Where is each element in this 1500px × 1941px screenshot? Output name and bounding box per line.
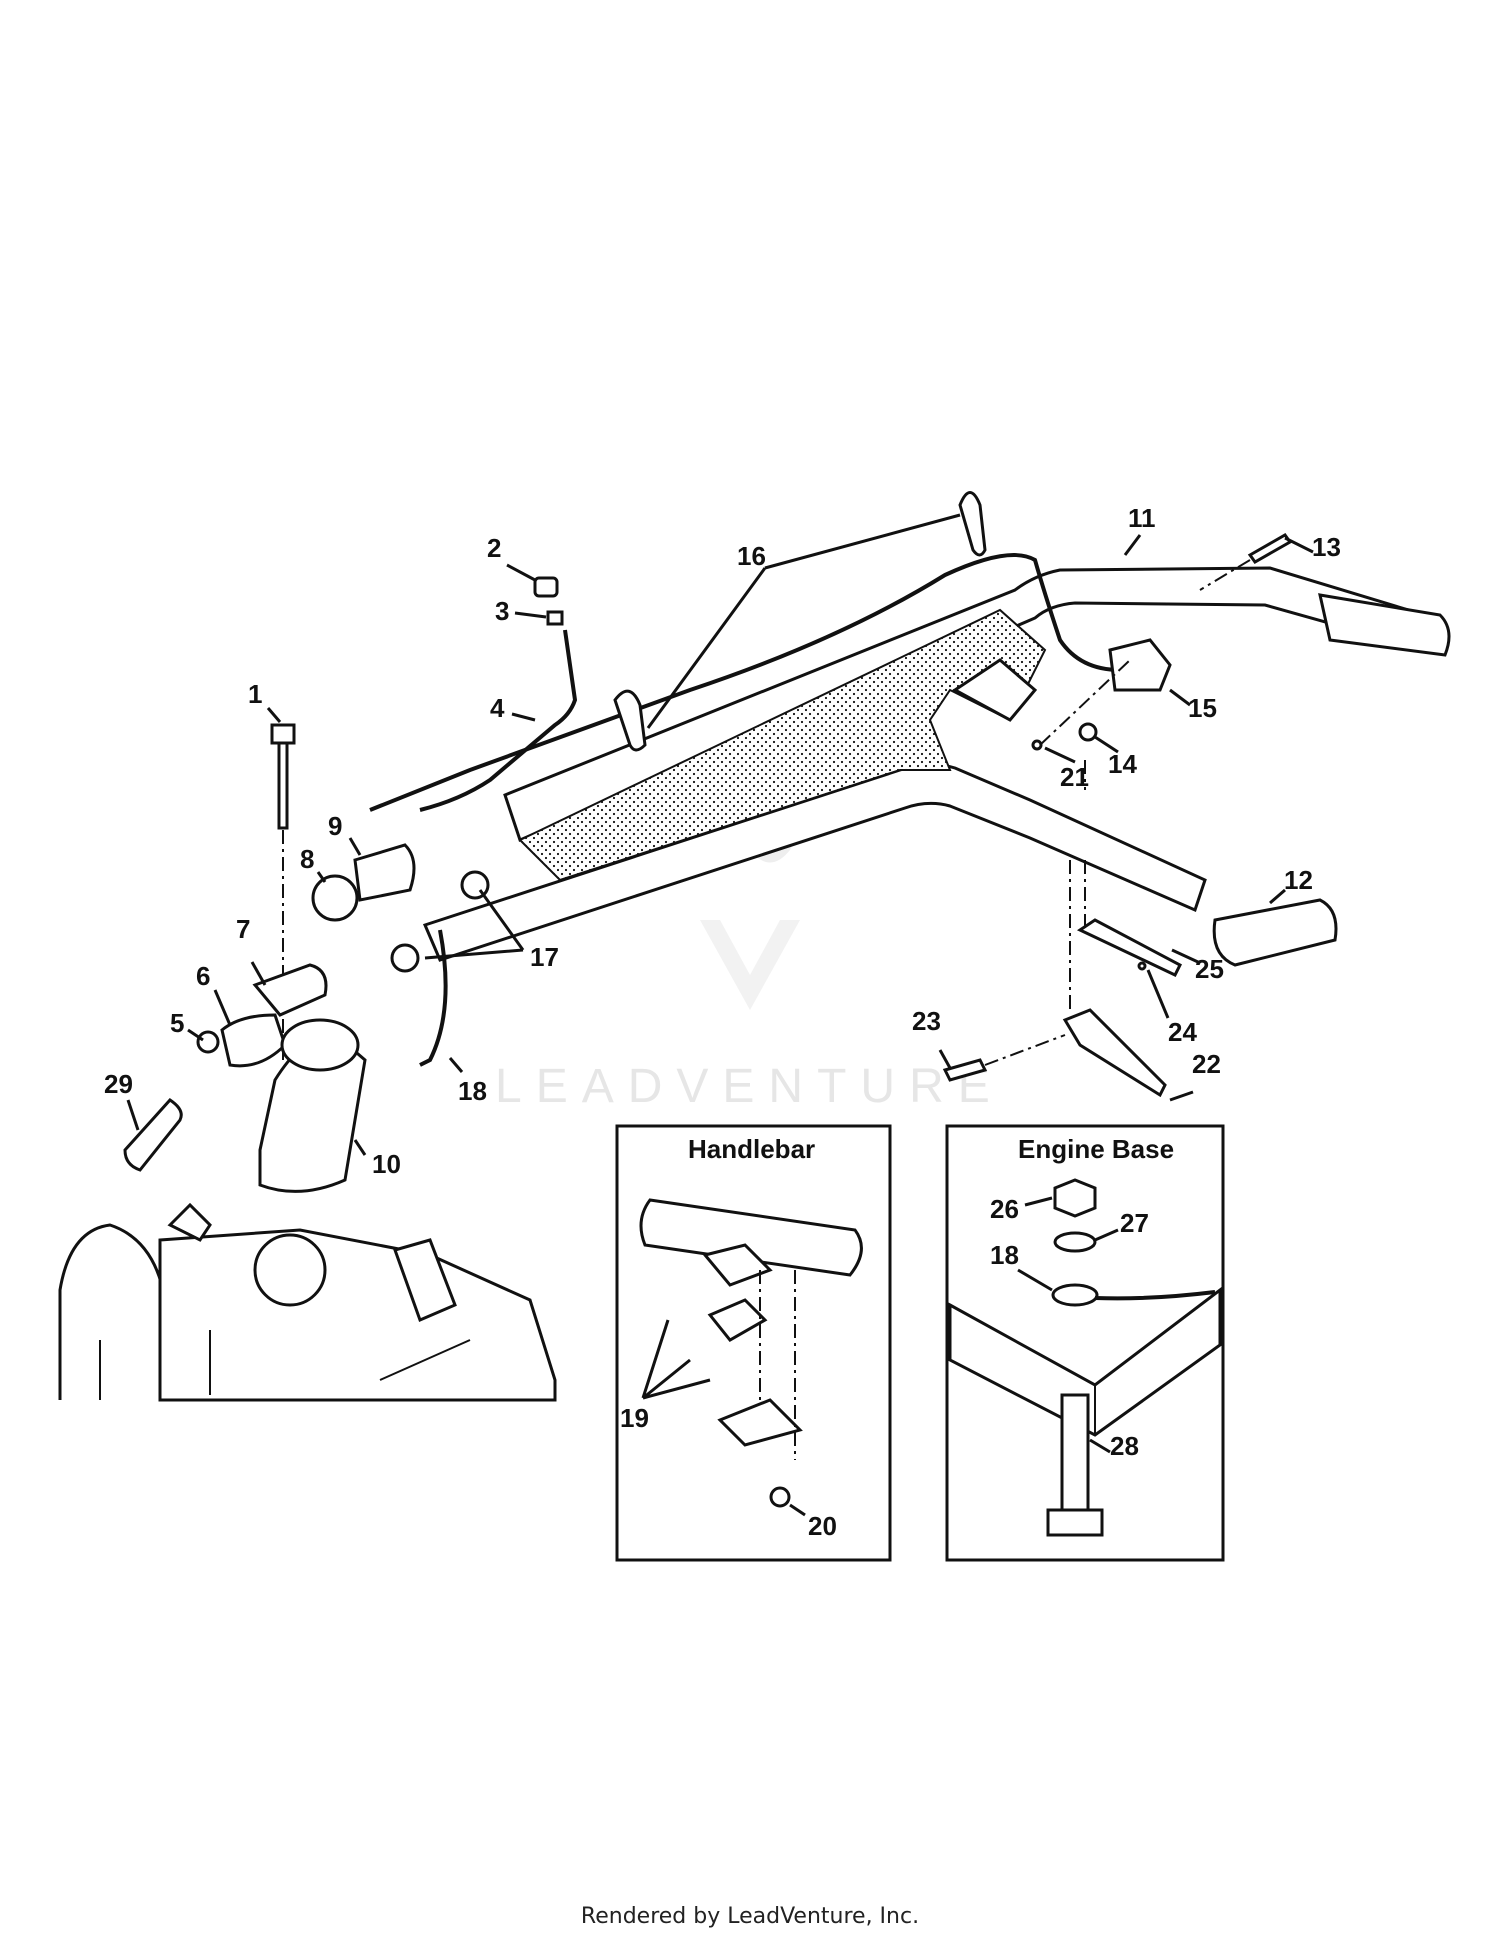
callout-8: 8 [300, 844, 314, 874]
throttle-cable [419, 629, 578, 812]
screw-24 [1137, 961, 1147, 971]
handle-brace [518, 608, 1047, 882]
callout-22: 22 [1192, 1049, 1221, 1079]
handle-assembly [369, 553, 1451, 1098]
footer-credit: Rendered by LeadVenture, Inc. [580, 1904, 920, 1929]
callout-7: 7 [236, 914, 250, 944]
callout-10: 10 [372, 1149, 401, 1179]
cable-tie-lower [613, 689, 647, 752]
bolt-13 [1247, 533, 1293, 564]
leader-lines [126, 513, 1314, 1517]
callouts: 1 2 3 4 5 6 7 8 9 10 11 12 13 14 15 16 1… [104, 503, 1341, 1541]
watermark-text: LEADVENTURE [495, 1060, 1004, 1113]
callout-4: 4 [490, 693, 505, 723]
inset-handlebar: Handlebar [615, 1124, 892, 1562]
pin-29 [123, 1098, 183, 1172]
drive-lever [1062, 1008, 1167, 1098]
callout-6: 6 [196, 961, 210, 991]
gear-8 [311, 874, 359, 922]
knob-2 [533, 576, 559, 598]
callout-18b: 18 [990, 1240, 1019, 1270]
nut-14 [1078, 722, 1098, 742]
callout-27: 27 [1120, 1208, 1149, 1238]
callout-5: 5 [170, 1008, 184, 1038]
callout-9: 9 [328, 811, 342, 841]
tower-top [280, 1018, 360, 1072]
brace-cutout [952, 658, 1038, 722]
knob-17b [390, 943, 420, 973]
inset-engine-base: Engine Base [945, 1124, 1225, 1562]
bracket-9 [353, 843, 416, 902]
callout-19: 19 [620, 1403, 649, 1433]
callout-2: 2 [487, 533, 501, 563]
callout-1: 1 [248, 679, 262, 709]
screw-23 [942, 1058, 988, 1082]
callout-14: 14 [1108, 749, 1137, 779]
callout-20: 20 [808, 1511, 837, 1541]
inset-engine-base-title: Engine Base [1018, 1134, 1174, 1164]
upper-grip [1318, 593, 1451, 657]
cable-tie-upper [958, 491, 987, 557]
callout-21: 21 [1060, 762, 1089, 792]
callout-18: 18 [458, 1076, 487, 1106]
callout-17: 17 [530, 942, 559, 972]
control-cable [369, 553, 1121, 812]
callout-3: 3 [495, 596, 509, 626]
callout-29: 29 [104, 1069, 133, 1099]
nut-5 [196, 1030, 220, 1054]
nut-3 [546, 610, 564, 626]
callout-25: 25 [1195, 954, 1224, 984]
callout-24: 24 [1168, 1017, 1197, 1047]
bracket-7 [252, 963, 328, 1017]
engine-block [58, 1202, 557, 1402]
washer-21 [1031, 739, 1043, 751]
callout-12: 12 [1284, 865, 1313, 895]
bolt-1 [270, 723, 296, 830]
handle-grip [1212, 898, 1338, 967]
callout-23: 23 [912, 1006, 941, 1036]
callout-11: 11 [1128, 503, 1156, 533]
callout-16: 16 [737, 541, 766, 571]
bracket-6 [220, 1013, 287, 1068]
bracket-15 [1108, 638, 1172, 692]
callout-26: 26 [990, 1194, 1019, 1224]
wire-harness [419, 929, 448, 1067]
callout-28: 28 [1110, 1431, 1139, 1461]
inset-handlebar-title: Handlebar [688, 1134, 815, 1164]
callout-15: 15 [1188, 693, 1217, 723]
callout-13: 13 [1312, 532, 1341, 562]
lever-spring [1076, 918, 1182, 977]
